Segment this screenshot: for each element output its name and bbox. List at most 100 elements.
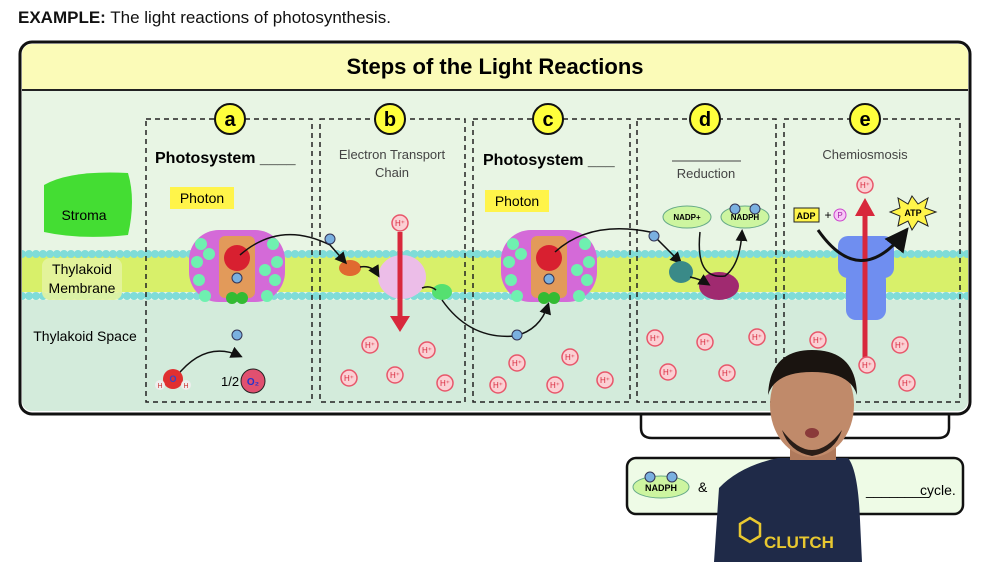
- diagram-title: Steps of the Light Reactions: [346, 54, 643, 79]
- proton-label: H⁺: [600, 376, 610, 385]
- panel-b-title-2: Chain: [375, 165, 409, 180]
- phosphate-label: P: [837, 211, 842, 220]
- membrane-label-1: Thylakoid: [52, 261, 112, 277]
- oxygen-molecule: [240, 368, 266, 394]
- proton-label: H⁺: [550, 381, 560, 390]
- summary-nadph-label: NADPH: [645, 483, 677, 493]
- proton-label: H⁺: [344, 374, 354, 383]
- presenter-shirt: [714, 458, 862, 562]
- electron-2: [324, 233, 336, 245]
- proton-label: H⁺: [512, 359, 522, 368]
- membrane-label-2: Membrane: [49, 280, 116, 296]
- panel-b-title-1: Electron Transport: [339, 147, 446, 162]
- proton-label: H⁺: [493, 381, 503, 390]
- phosphate: [833, 208, 847, 222]
- atp-label: ATP: [904, 208, 921, 218]
- electron-0: [231, 272, 243, 284]
- panel-d: [636, 118, 777, 403]
- adp-label: ADP: [796, 211, 815, 221]
- proton-20: [858, 356, 876, 374]
- water-h-label: H: [157, 383, 162, 390]
- step-letter-c: [532, 103, 564, 135]
- panel-c-title: Photosystem ___: [483, 152, 616, 169]
- proton-label: H⁺: [395, 219, 405, 228]
- panel-e: [783, 118, 961, 403]
- electron-7: [749, 203, 761, 215]
- plus-label: +: [824, 208, 831, 222]
- proton-4: [386, 366, 404, 384]
- o2-label: O₂: [247, 377, 259, 388]
- plastocyanin: [432, 284, 452, 300]
- proton-9: [546, 376, 564, 394]
- ferredoxin: [669, 261, 693, 283]
- proton-label: H⁺: [650, 334, 660, 343]
- proton-label: H⁺: [902, 379, 912, 388]
- proton-17: [891, 336, 909, 354]
- photon-label-c: Photon: [495, 193, 539, 209]
- proton-18: [898, 374, 916, 392]
- summary-cycle: cycle.: [920, 482, 956, 498]
- step-letter-label: a: [224, 109, 236, 131]
- proton-19: [856, 176, 874, 194]
- photon-label-a: Photon: [180, 190, 224, 206]
- step-letter-e: [849, 103, 881, 135]
- atp-star: [888, 195, 938, 232]
- proton-6: [508, 354, 526, 372]
- proton-label: H⁺: [700, 338, 710, 347]
- shirt-logo: CLUTCH: [764, 533, 834, 552]
- proton-label: H⁺: [663, 368, 673, 377]
- half-label: 1/2: [221, 374, 239, 389]
- proton-label: H⁺: [722, 369, 732, 378]
- proton-2: [418, 341, 436, 359]
- panel-d-title: Reduction: [677, 166, 736, 181]
- nadph-label: NADPH: [731, 213, 760, 222]
- proton-15: [718, 364, 736, 382]
- step-letter-label: e: [859, 109, 870, 131]
- proton-label: H⁺: [440, 379, 450, 388]
- step-letter-b: [374, 103, 406, 135]
- stroma-label: Stroma: [61, 207, 106, 223]
- proton-14: [659, 363, 677, 381]
- adp-box: [793, 207, 820, 223]
- example-text: The light reactions of photosynthesis.: [110, 8, 391, 27]
- nadp-label: NADP+: [673, 213, 701, 222]
- proton-12: [696, 333, 714, 351]
- electron-5: [543, 273, 555, 285]
- presenter-head: [770, 353, 854, 457]
- example-heading: EXAMPLE: The light reactions of photosyn…: [18, 8, 391, 28]
- main-frame: [18, 40, 972, 416]
- proton-0: [391, 214, 409, 232]
- title-bar: [22, 44, 968, 90]
- proton-8: [489, 376, 507, 394]
- proton-label: H⁺: [565, 353, 575, 362]
- presenter-video: CLUTCH: [714, 350, 862, 562]
- panel-a-title: Photosystem ____: [155, 150, 297, 167]
- summary-ampersand: &: [698, 479, 708, 495]
- step-letter-d: [689, 103, 721, 135]
- proton-label: H⁺: [422, 346, 432, 355]
- photon-label-c-box: [485, 190, 549, 212]
- proton-label: H⁺: [813, 336, 823, 345]
- step-letter-label: d: [699, 109, 711, 131]
- proton-label: H⁺: [862, 361, 872, 370]
- plastoquinone: [339, 260, 361, 276]
- panel-c: [472, 118, 631, 403]
- proton-5: [436, 374, 454, 392]
- electron-1: [231, 329, 243, 341]
- stroma-shape: [44, 172, 132, 237]
- photosystem-a: [189, 230, 285, 304]
- photon-label-a-box: [170, 187, 234, 209]
- nadp-plus: [662, 205, 712, 229]
- water-molecule: [163, 369, 183, 389]
- step-letter-label: c: [542, 109, 553, 131]
- proton-13: [748, 328, 766, 346]
- electron-3: [648, 230, 660, 242]
- photosystem-c: [501, 230, 597, 304]
- step-letter-label: b: [384, 109, 396, 131]
- summary-blank: ________: [865, 482, 929, 498]
- panel-e-title: Chemiosmosis: [822, 147, 908, 162]
- thylakoid-space-label: Thylakoid Space: [33, 328, 137, 344]
- electron-6: [729, 203, 741, 215]
- step-letter-a: [214, 103, 246, 135]
